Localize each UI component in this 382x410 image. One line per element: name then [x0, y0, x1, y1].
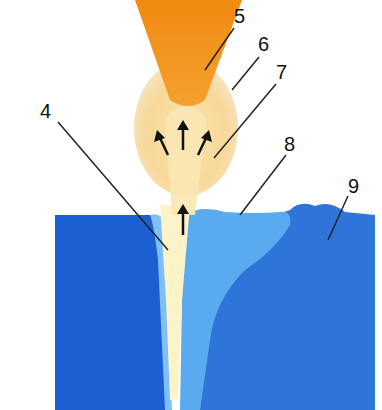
workpiece: [55, 215, 168, 410]
kerf: [160, 205, 190, 400]
callout-number: 4: [40, 101, 51, 121]
leader-lines: [58, 28, 348, 250]
callout-number: 8: [284, 134, 295, 154]
laser-beam: [135, 0, 242, 106]
vapour-plume: [165, 105, 207, 215]
flow-arrows: [154, 120, 212, 235]
callout-number: 7: [276, 62, 287, 82]
callout-number: 6: [258, 34, 269, 54]
callout-number: 9: [348, 176, 359, 196]
melt-zone: [180, 209, 290, 410]
callout-number: 5: [234, 6, 245, 26]
